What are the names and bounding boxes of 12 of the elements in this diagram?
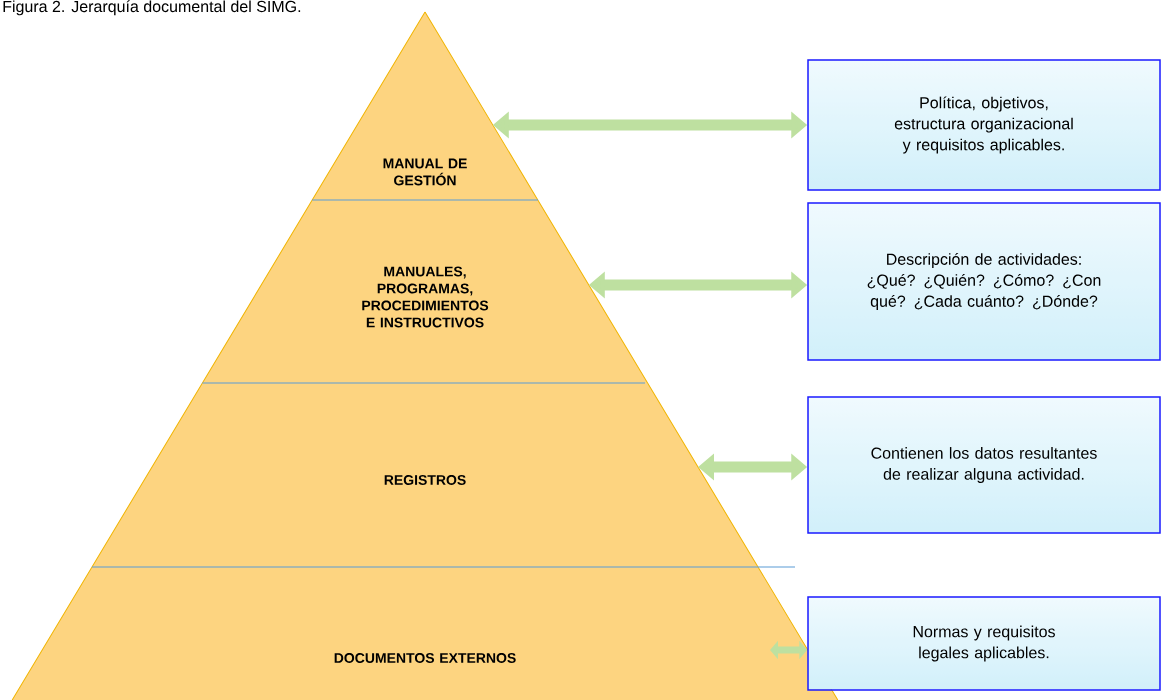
description-box: Normas y requisitos legales aplicables. [807,596,1161,691]
pyramid-level: MANUAL DE GESTIÓN [311,11,539,201]
pyramid-level: DOCUMENTOS EXTERNOS [11,566,839,700]
node-label: REGISTROS [384,475,466,485]
node-label: MANUALES, PROGRAMAS, PROCEDIMIENTOS E INSTRUCTIVOS [362,266,489,328]
description-box: Contienen los datos resultantes de realizar alguna actividad. [807,396,1161,534]
node-label: MANUAL DE GESTIÓN [383,158,467,186]
pyramid-level: REGISTROS [91,382,759,568]
pyramid-level: MANUALES, PROGRAMAS, PROCEDIMIENTOS E INSTRUCTIVOS [201,199,649,384]
description-box: Descripción de actividades: ¿Qué? ¿Quién? ¿Cómo? ¿Con qué? ¿Cada cuánto? ¿Dónde? [807,202,1161,361]
figure-title: Figura 2. Jerarquía documental del SIMG. [3,0,301,16]
description-box: Política, objetivos, estructura organizacional y requisitos aplicables. [807,59,1161,191]
